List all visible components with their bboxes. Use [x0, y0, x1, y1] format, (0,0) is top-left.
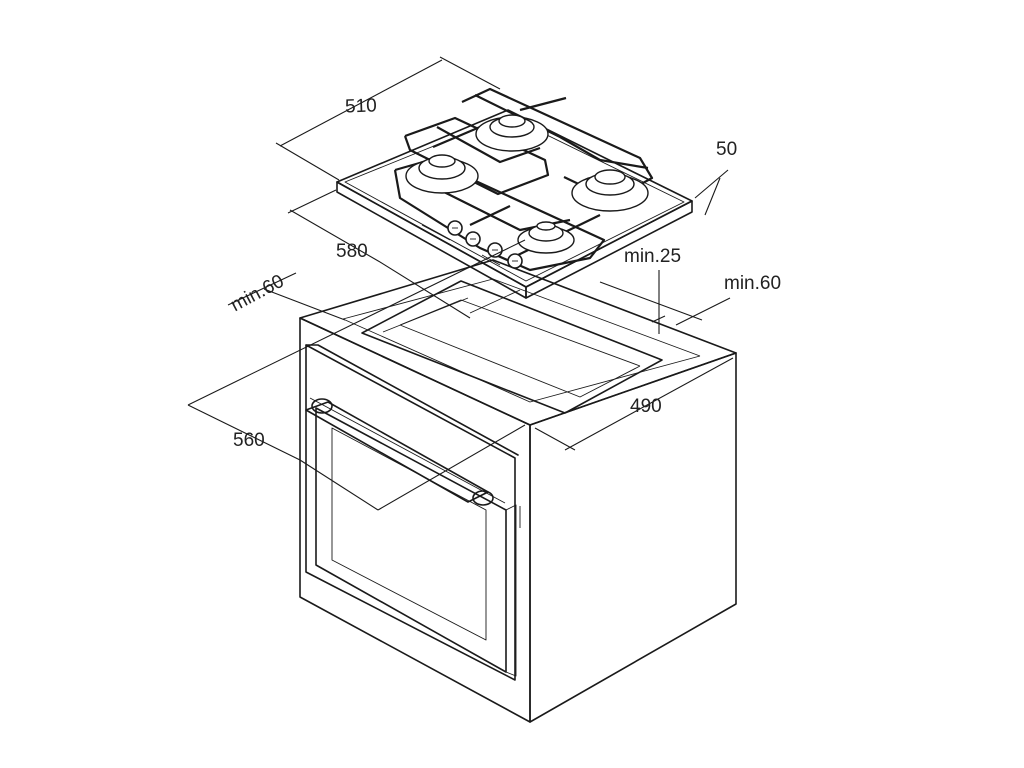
knob-1 [447, 220, 463, 236]
dim-side-clearance-right-label: min.60 [724, 273, 781, 294]
burner-left [405, 154, 479, 194]
oven-front [305, 344, 521, 681]
burner-right [571, 169, 649, 212]
dim-cabinet-depth-label: 490 [630, 396, 662, 417]
dim-gap-above-oven-label: min.25 [624, 246, 681, 267]
knob-2 [465, 231, 481, 247]
burner-front [517, 221, 575, 254]
burners [405, 114, 649, 254]
oven-handle [305, 398, 494, 506]
knob-4 [507, 253, 523, 269]
oven-top [361, 280, 663, 414]
dim-cabinet-width-label: 560 [233, 430, 265, 451]
burner-rear [475, 114, 549, 152]
cabinet [299, 259, 737, 723]
dimension-lines [187, 56, 734, 511]
dim-hob-width-label: 510 [345, 95, 377, 117]
dim-side-clearance-left-label: min.60 [227, 271, 287, 316]
dim-hob-height-label: 50 [716, 139, 737, 160]
dim-cutout-depth-label: 580 [336, 241, 368, 262]
